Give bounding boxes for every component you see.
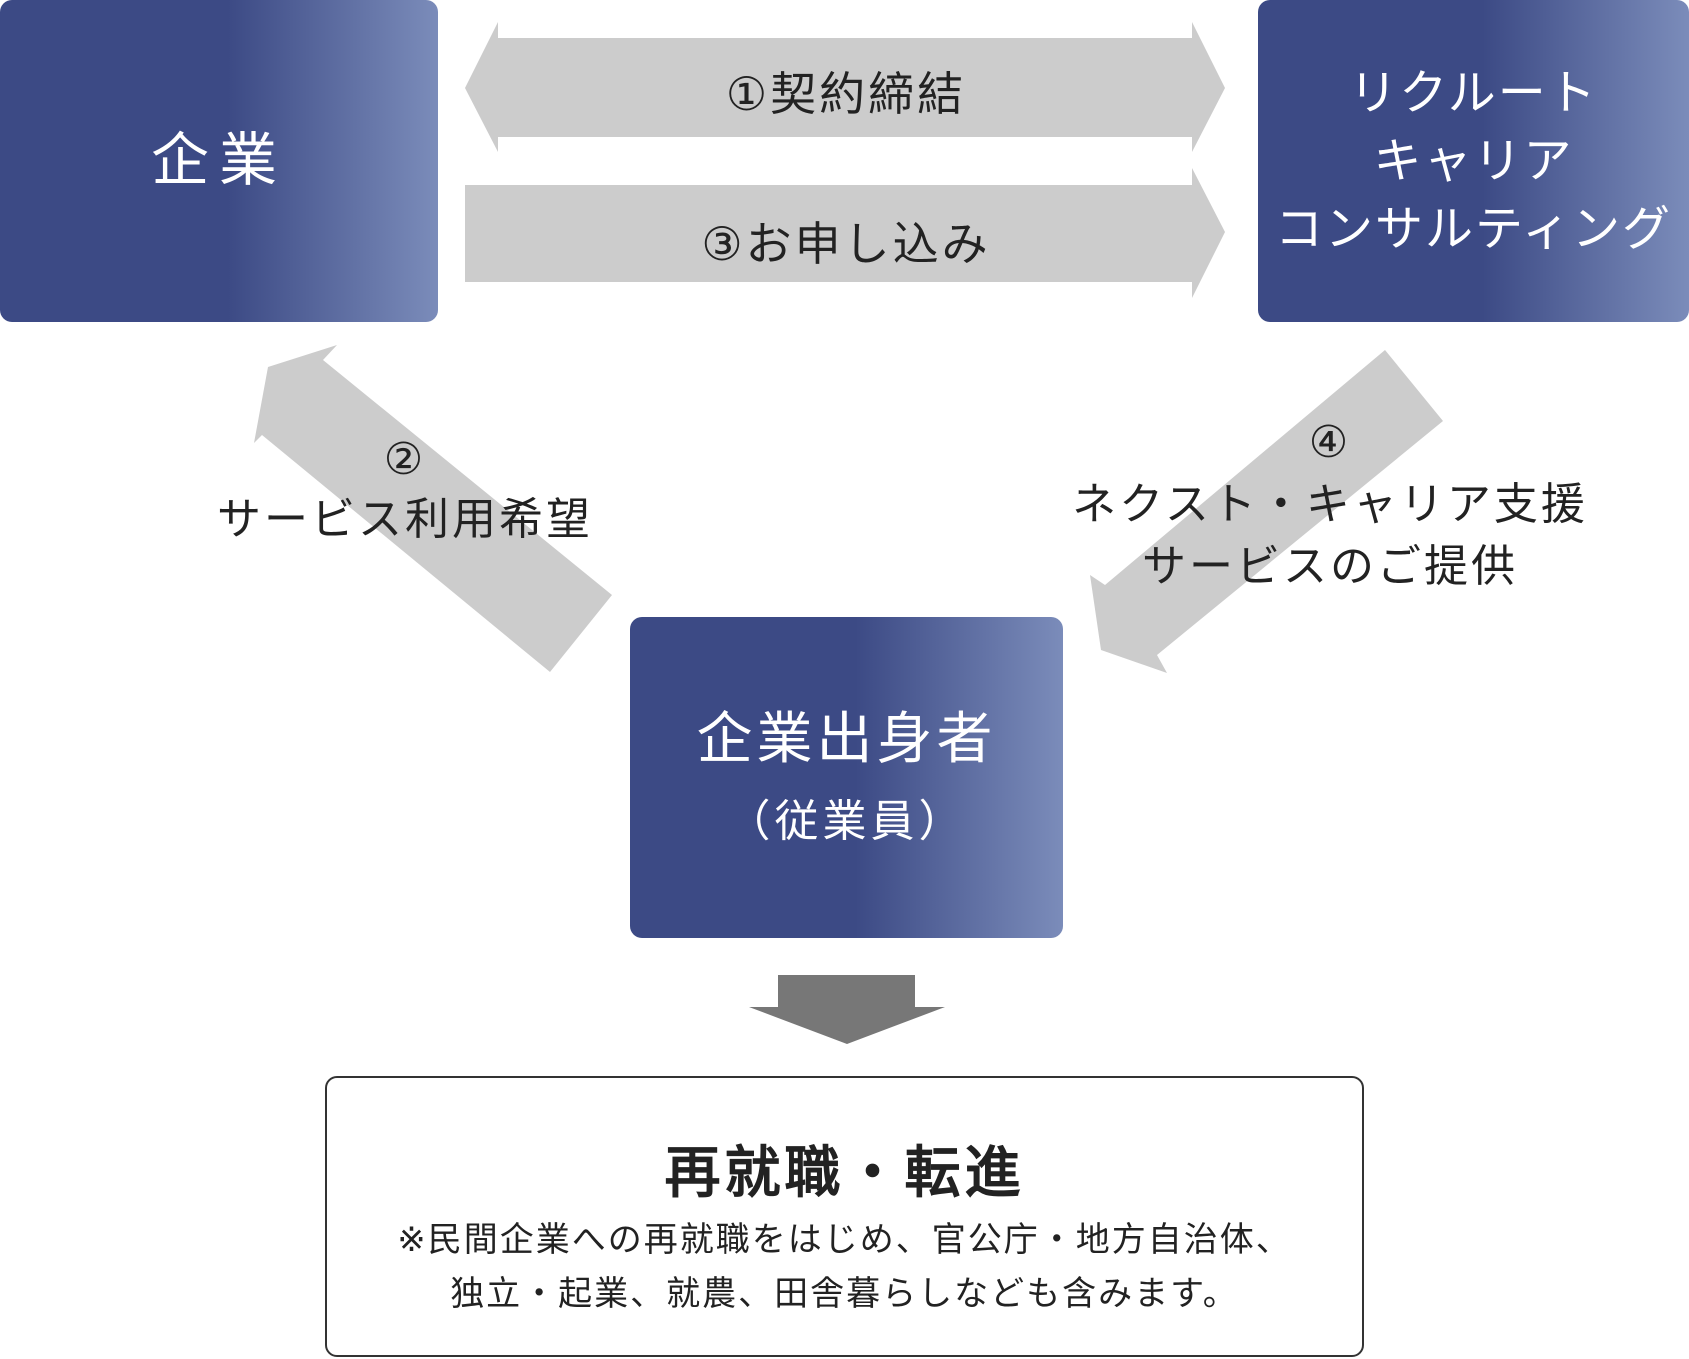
step-1-label: ①契約締結 [725,67,967,121]
step-2-text: サービス利用希望 [217,494,593,545]
result-box: 再就職・転進 ※民間企業への再就職をはじめ、官公庁・地方自治体、 独立・起業、就… [325,1076,1364,1357]
service-provision-arrow [1090,350,1443,673]
rcc-label-line-2: キャリア [1373,133,1574,189]
step-3-label: ③お申し込み [701,217,991,271]
step-4-label: ④ ネクスト・キャリア支援 サービスのご提供 [1030,412,1630,598]
alumni-subtitle: （従業員） [726,796,967,848]
down-arrow [749,975,945,1044]
company-alumni-box: 企業出身者 （従業員） [630,617,1063,938]
result-title: 再就職・転進 [664,1141,1025,1206]
company-label: 企業 [150,126,287,195]
service-request-arrow [254,345,612,672]
alumni-title: 企業出身者 [696,706,997,772]
recruit-career-consulting-box: リクルート キャリア コンサルティング [1258,0,1689,322]
rcc-label-line-3: コンサルティング [1274,201,1673,257]
company-box: 企業 [0,0,438,322]
contract-arrow [465,22,1225,152]
step-2-label: ② サービス利用希望 [180,430,630,550]
step-2-number: ② [383,434,427,485]
step-4-number: ④ [1308,417,1352,468]
application-arrow [465,168,1225,298]
rcc-label-line-1: リクルート [1349,65,1598,121]
result-note-line-2: 独立・起業、就農、田舎暮らしなども含みます。 [450,1274,1239,1314]
result-note: ※民間企業への再就職をはじめ、官公庁・地方自治体、 独立・起業、就農、田舎暮らし… [327,1213,1362,1321]
step-4-line-2: サービスのご提供 [1142,541,1518,592]
result-note-line-1: ※民間企業への再就職をはじめ、官公庁・地方自治体、 [397,1220,1292,1260]
step-4-line-1: ネクスト・キャリア支援 [1072,479,1588,530]
